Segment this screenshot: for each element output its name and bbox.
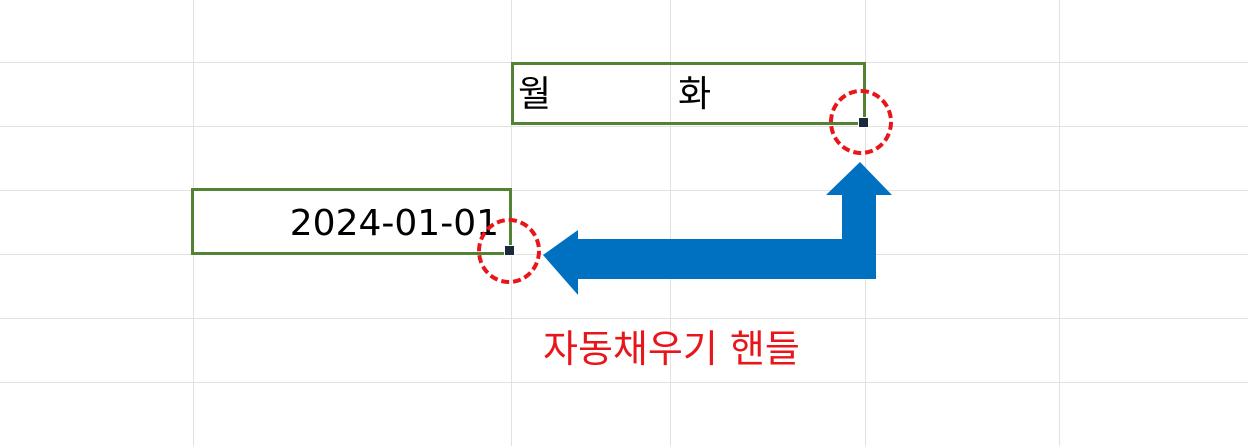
row-gridline [0,382,1248,383]
column-gridline [670,0,671,446]
arrow-shape [543,162,892,295]
row-gridline [0,318,1248,319]
cell-day-tue[interactable]: 화 [678,74,712,115]
column-gridline [1059,0,1060,446]
row-gridline [0,126,1248,127]
callout-circle [477,218,541,284]
cell-date[interactable]: 2024-01-01 [289,203,499,244]
annotation-label: 자동채우기 핸들 [543,327,800,371]
row-gridline [0,190,1248,191]
callout-circle [829,89,893,155]
cell-day-mon[interactable]: 월 [518,74,552,115]
